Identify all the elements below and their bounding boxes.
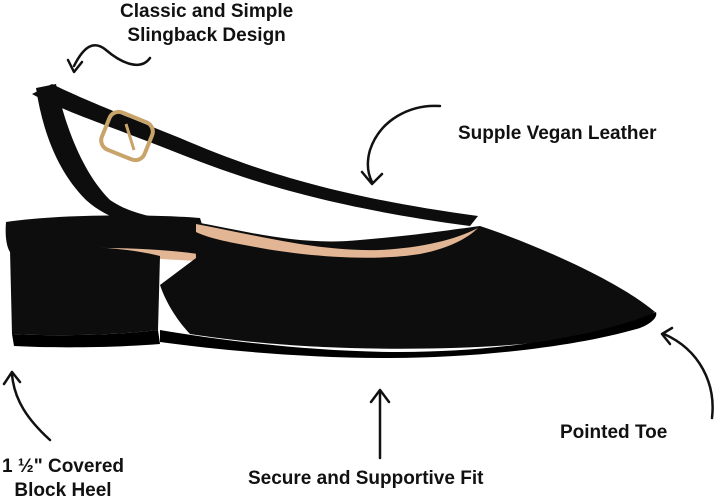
callout-heel-line1: 1 ½" Covered [2,456,125,477]
buckle [99,109,155,163]
arrowhead-classic-icon [66,58,84,74]
callout-classic-line2: Slingback Design [127,25,286,46]
shoe-upper [160,222,655,349]
shoe-sole [160,312,657,358]
callout-pointed-toe: Pointed Toe [560,421,667,445]
arrowhead-vegan-icon [360,170,384,186]
arrowhead-toe-icon [660,326,674,346]
callout-supportive-fit: Secure and Supportive Fit [248,467,483,491]
arrow-classic-icon [72,44,152,68]
callout-fit-text: Secure and Supportive Fit [248,468,484,489]
arrow-toe-icon [662,332,714,420]
callout-vegan-leather: Supple Vegan Leather [458,122,657,146]
arrow-vegan-icon [366,104,442,184]
shoe-lining [196,224,478,258]
callout-classic-line1: Classic and Simple [120,1,294,22]
block-heel-cap [12,330,160,348]
arrow-heel-icon [10,372,52,442]
buckle-prong [124,123,136,151]
callout-heel-line2: Block Heel [14,480,112,501]
callout-toe-text: Pointed Toe [560,422,668,443]
callout-block-heel: 1 ½" Covered Block Heel [2,455,124,503]
arrowhead-fit-icon [369,388,391,404]
arrowhead-heel-icon [2,370,22,386]
block-heel [10,246,160,336]
slingback-strap-tail [36,84,196,232]
callout-vegan-text: Supple Vegan Leather [458,123,657,144]
slingback-strap [32,84,478,226]
callout-classic-slingback: Classic and Simple Slingback Design [120,0,293,48]
